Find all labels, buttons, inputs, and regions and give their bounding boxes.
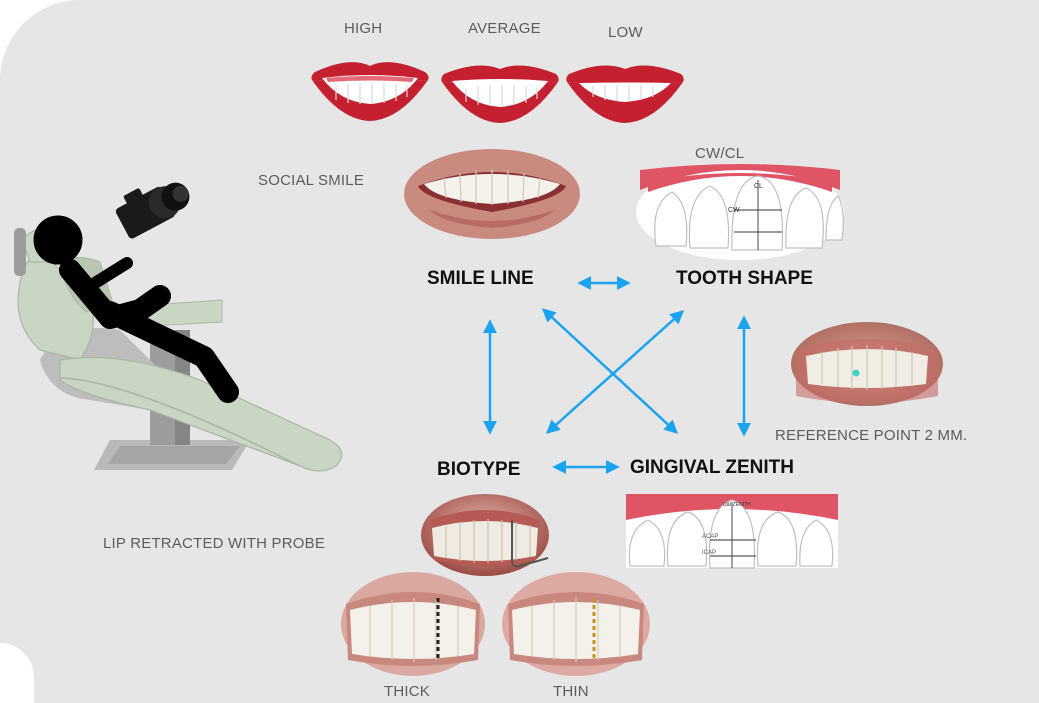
- acap-text: ACAP: [702, 534, 718, 540]
- reference-point-marker: [853, 370, 860, 377]
- cl-text: CL: [754, 183, 763, 190]
- arrow-smile-line-gingival-zenith: [544, 310, 676, 432]
- cw-cl-tooth-diagram: CL CW: [636, 164, 844, 260]
- lip-retracted-photo: [421, 494, 549, 576]
- lips-low-icon: [566, 65, 683, 123]
- thin-biotype-photo: [502, 572, 650, 676]
- arrow-tooth-shape-biotype: [548, 312, 682, 432]
- lips-average-icon: [441, 65, 558, 123]
- thick-biotype-photo: [341, 572, 485, 676]
- camera-icon: [111, 168, 196, 240]
- social-smile-photo: [404, 149, 580, 239]
- zenith-text: U&I ZENITH: [723, 502, 751, 508]
- icap-text: ICAP: [702, 550, 716, 556]
- cw-text: CW: [728, 207, 740, 214]
- gingival-zenith-diagram: U&I ZENITH ACAP ICAP: [626, 494, 838, 568]
- relationship-arrows: [490, 283, 744, 467]
- reference-point-photo: [791, 322, 943, 406]
- lips-high-icon: [311, 62, 428, 121]
